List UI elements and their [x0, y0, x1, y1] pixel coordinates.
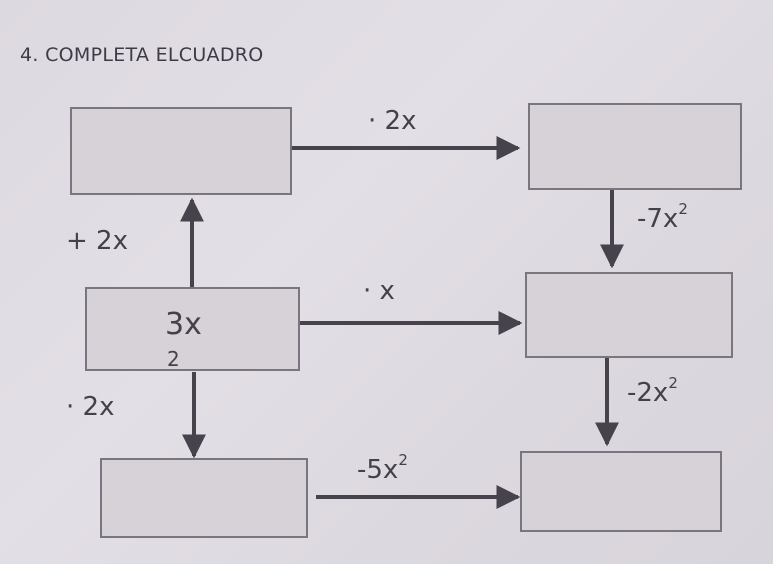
op-right-1-value: -7x — [637, 204, 679, 234]
op-right-2-value: -2x — [627, 378, 669, 408]
exercise-title: 4. COMPLETA ELCUADRO — [20, 44, 264, 66]
box-middle-left[interactable]: 3x 2 — [85, 287, 300, 371]
box-top-right[interactable] — [528, 103, 742, 190]
op-top-label: · 2x — [368, 106, 416, 136]
op-right-1-exponent: 2 — [678, 200, 688, 218]
box-bottom-left[interactable] — [100, 458, 308, 538]
op-right-1-label: -7x2 — [637, 200, 688, 234]
box-bottom-right[interactable] — [520, 451, 722, 532]
box-middle-left-subscript: 2 — [167, 347, 180, 371]
op-bottom-exponent: 2 — [398, 451, 408, 469]
op-right-2-label: -2x2 — [627, 374, 678, 408]
box-middle-right[interactable] — [525, 272, 733, 358]
op-top-value: 2x — [384, 106, 417, 136]
op-bottom-label: -5x2 — [357, 451, 408, 485]
op-top-prefix: · — [368, 106, 385, 136]
op-up-label: + 2x — [66, 226, 128, 256]
box-top-left[interactable] — [70, 107, 292, 195]
op-right-2-exponent: 2 — [668, 374, 678, 392]
op-down-left-label: · 2x — [66, 392, 115, 422]
box-middle-left-value: 3x — [165, 307, 202, 342]
op-bottom-value: -5x — [357, 455, 399, 485]
op-middle-label: · x — [363, 276, 395, 306]
